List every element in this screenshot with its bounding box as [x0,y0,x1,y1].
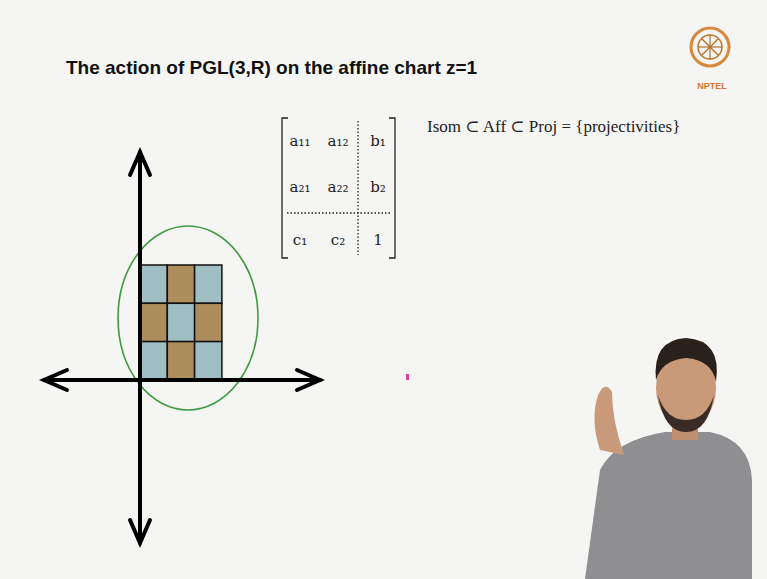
matrix-entry: a₁₁ [290,132,311,150]
checker-cell [167,265,194,303]
checker-cell [195,265,222,303]
nptel-logo [691,28,729,66]
matrix-entry: b₁ [370,132,386,150]
checkerboard [140,265,222,380]
checker-cell [140,342,167,380]
matrix-entry: c₁ [293,231,307,249]
checker-cell [167,303,194,341]
inclusion-statement: Isom ⊂ Aff ⊂ Proj = {projectivities} [427,116,680,137]
matrix-entry: 1 [373,231,383,249]
matrix-entry: a₁₂ [328,132,349,150]
lecturer-figure [585,338,752,579]
logo-text: NPTEL [697,81,727,91]
slide-title: The action of PGL(3,R) on the affine cha… [66,57,477,79]
matrix-brackets [282,118,395,258]
checker-cell [195,303,222,341]
checker-cell [140,303,167,341]
pointer-dot [406,374,409,380]
matrix-entry: c₂ [331,231,345,249]
matrix-entry: b₂ [370,178,386,196]
checker-cell [195,342,222,380]
matrix-entry: a₂₁ [290,178,311,196]
checker-cell [167,342,194,380]
matrix-entry: a₂₂ [328,178,349,196]
coordinate-axes [44,152,320,543]
checker-cell [140,265,167,303]
